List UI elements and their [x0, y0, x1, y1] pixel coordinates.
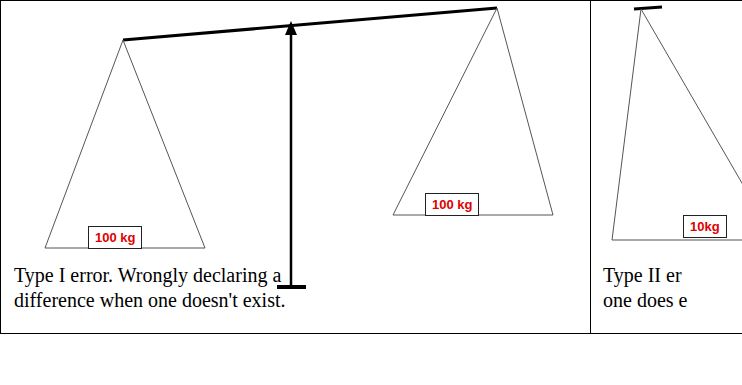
balance-post	[290, 32, 293, 286]
panel-caption: Type I error. Wrongly declaring a differ…	[14, 263, 354, 313]
balance-beam	[634, 7, 662, 9]
figure-panel: Type I error. Wrongly declaring a differ…	[0, 0, 591, 334]
balance-scale	[45, 8, 553, 287]
weight-label: 100 kg	[432, 197, 472, 213]
balance-scale	[612, 7, 742, 240]
weight-box: 10kg	[683, 215, 727, 238]
balance-beam	[123, 8, 497, 40]
weight-box: 100 kg	[425, 193, 479, 216]
figure-panel: Type II er one does e 10kg	[590, 0, 742, 334]
pan-string	[393, 8, 497, 215]
panel-caption: Type II er one does e	[603, 263, 699, 313]
pan-string	[497, 8, 553, 215]
post-foot	[277, 285, 306, 289]
pan-string	[123, 40, 205, 248]
post-arrowhead	[285, 21, 297, 35]
weight-label: 100 kg	[95, 230, 135, 246]
pan-string	[45, 40, 123, 248]
weight-label: 10kg	[690, 219, 720, 235]
weight-box: 100 kg	[88, 226, 142, 249]
pan-string	[641, 9, 742, 240]
pan-base	[612, 240, 742, 241]
pan-string	[612, 9, 641, 240]
